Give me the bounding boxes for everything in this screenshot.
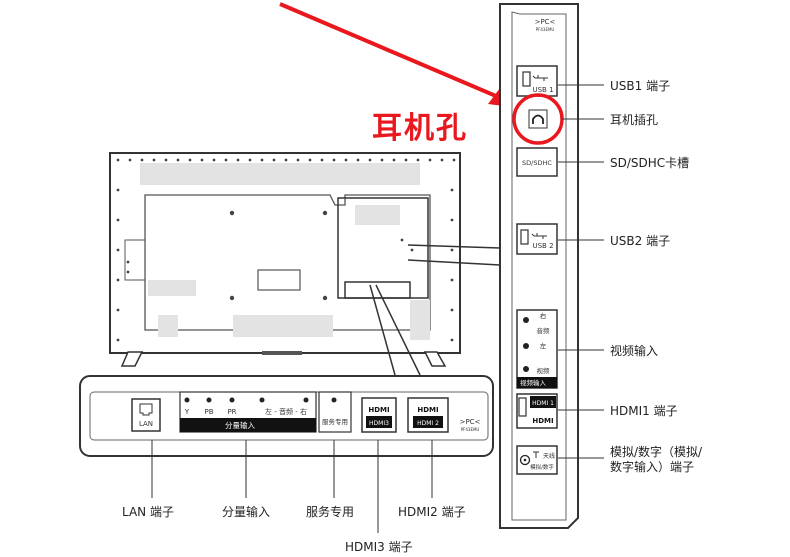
label-headphone: 耳机插孔 — [610, 113, 659, 127]
label-video-in: 视频输入 — [610, 344, 659, 358]
comp-audio-l-jack — [259, 397, 265, 403]
sd-tag: SD/SDHC — [522, 159, 552, 167]
comp-pr-jack — [229, 397, 235, 403]
label-antenna-line2: 数字输入）端子 — [610, 460, 695, 474]
hdmi1-tag: HDMI 1 — [532, 400, 554, 407]
antenna-tag: 天线 — [543, 452, 555, 460]
av-right-jack — [523, 317, 529, 323]
label-sd: SD/SDHC卡槽 — [610, 156, 690, 170]
side-model-text: PF43EMU — [536, 27, 555, 32]
usb1-port — [522, 71, 531, 87]
comp-audio-label: 左 - 音频 - 右 — [265, 407, 307, 416]
hdmi3-logo: HDMI — [368, 406, 389, 414]
side-label-leaders — [558, 84, 604, 459]
label-hdmi1: HDMI1 端子 — [610, 404, 678, 418]
usb2-tag: USB 2 — [532, 242, 553, 250]
usb1-usb-icon — [532, 75, 548, 81]
comp-pb-jack — [206, 397, 212, 403]
label-usb2: USB2 端子 — [610, 234, 671, 248]
panel-leader-lines — [369, 244, 501, 376]
label-hdmi3: HDMI3 端子 — [345, 540, 413, 554]
bottom-model-text: PF43EMU — [461, 427, 480, 432]
label-lan: LAN 端子 — [122, 505, 174, 519]
usb1-tag: USB 1 — [532, 86, 553, 94]
av-video-jack — [523, 366, 529, 372]
av-input-tag: 视频输入 — [520, 378, 547, 387]
headphone-callout: 耳机孔 — [372, 111, 468, 146]
bottom-label-leaders — [151, 440, 433, 533]
hdmi2-logo: HDMI — [417, 406, 438, 414]
label-hdmi2: HDMI2 端子 — [398, 505, 466, 519]
av-audio-label: 音频 — [537, 326, 551, 335]
comp-pb-label: PB — [204, 408, 213, 416]
antenna-icon — [533, 451, 539, 458]
service-jack — [331, 397, 337, 403]
hdmi3-tag: HDMI3 — [369, 420, 389, 427]
av-right-label: 右 — [540, 311, 547, 320]
comp-input-tag: 分量输入 — [225, 420, 255, 430]
comp-audio-r-jack — [303, 397, 309, 403]
usb2-usb-icon — [531, 233, 547, 239]
label-service: 服务专用 — [306, 505, 355, 519]
tv-back — [109, 152, 461, 367]
side-brand-mark: >PC< — [535, 18, 556, 26]
side-terminal-panel: >PC< PF43EMU USB 1 SD/SDHC USB 2 右 音频 左 … — [499, 3, 579, 529]
label-antenna-line1: 模拟/数字（模拟/ — [610, 445, 703, 459]
antenna-sub: 模拟/数字 — [530, 463, 554, 471]
hdmi1-logo: HDMI — [532, 417, 553, 425]
usb2-port — [520, 229, 529, 245]
av-left-jack — [523, 343, 529, 349]
lan-tag: LAN — [139, 420, 153, 428]
label-usb1: USB1 端子 — [610, 79, 671, 93]
label-component: 分量输入 — [222, 505, 271, 519]
av-video-label: 视频 — [537, 366, 551, 375]
bottom-brand-mark: >PC< — [460, 418, 481, 426]
hdmi2-tag: HDMI 2 — [417, 420, 439, 427]
comp-y-label: Y — [184, 408, 190, 416]
service-tag: 服务专用 — [322, 417, 348, 426]
comp-y-jack — [184, 397, 190, 403]
headphone-icon — [532, 114, 544, 124]
lan-port-icon — [139, 403, 153, 416]
comp-pr-label: PR — [227, 408, 236, 416]
red-arrow — [279, 2, 520, 108]
av-left-label: 左 — [540, 341, 547, 350]
bottom-terminal-panel: LAN Y PB PR 左 - 音频 - 右 分量输入 服务专用 HDMI HD… — [79, 375, 494, 457]
